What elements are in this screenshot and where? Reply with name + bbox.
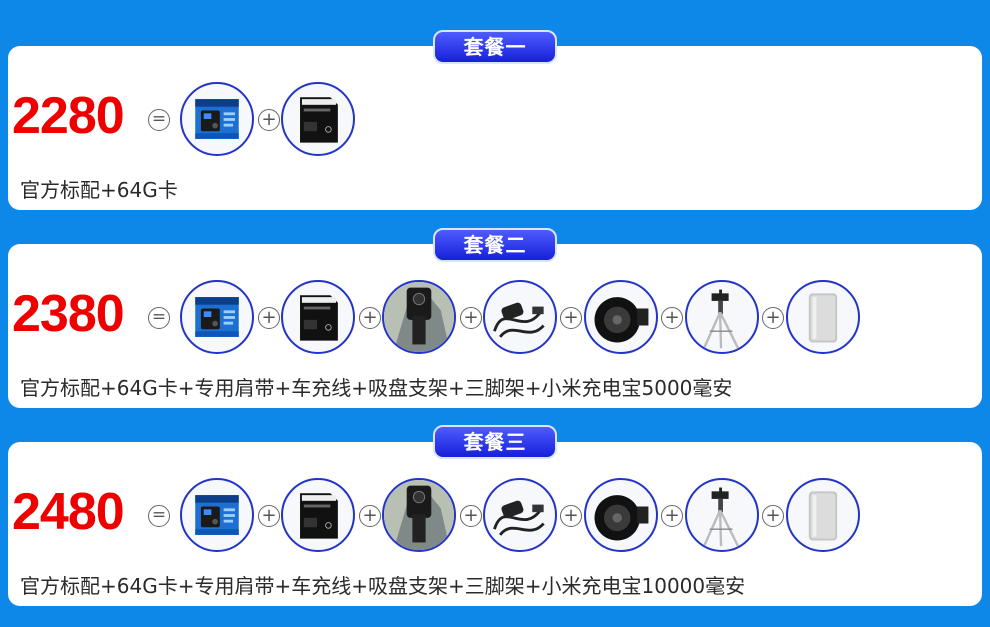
- tripod-image: [685, 280, 759, 354]
- car-charger-image: [483, 280, 557, 354]
- car-charger-image: [483, 478, 557, 552]
- shoulder-strap-image: [382, 280, 456, 354]
- plus-icon: +: [258, 109, 280, 131]
- package-2-price: 2380: [12, 285, 125, 343]
- sd-card-image: [281, 82, 355, 156]
- plus-icon: +: [258, 505, 280, 527]
- power-bank-image: [786, 280, 860, 354]
- package-3-badge: 套餐三: [433, 425, 557, 459]
- sd-card-image: [281, 478, 355, 552]
- camera-box-image: [180, 478, 254, 552]
- package-2-description: 官方标配+64G卡+专用肩带+车充线+吸盘支架+三脚架+小米充电宝5000毫安: [20, 376, 733, 400]
- equals-icon: =: [148, 307, 170, 329]
- camera-box-image: [180, 280, 254, 354]
- shoulder-strap-image: [382, 478, 456, 552]
- package-3-panel[interactable]: 2480 = + + + + + + 官方标配+64G卡+专用肩带+车充线+吸盘…: [8, 442, 982, 606]
- sd-card-image: [281, 280, 355, 354]
- package-1-panel[interactable]: 2280 = + 官方标配+64G卡: [8, 46, 982, 210]
- plus-icon: +: [359, 505, 381, 527]
- package-1-price: 2280: [12, 87, 125, 145]
- camera-box-image: [180, 82, 254, 156]
- plus-icon: +: [560, 505, 582, 527]
- tripod-image: [685, 478, 759, 552]
- plus-icon: +: [258, 307, 280, 329]
- package-3-price: 2480: [12, 483, 125, 541]
- plus-icon: +: [661, 307, 683, 329]
- package-2-panel[interactable]: 2380 = + + + + + + 官方标配+64G卡+专用肩带+车充线+吸盘…: [8, 244, 982, 408]
- equals-icon: =: [148, 109, 170, 131]
- plus-icon: +: [560, 307, 582, 329]
- plus-icon: +: [460, 307, 482, 329]
- plus-icon: +: [661, 505, 683, 527]
- equals-icon: =: [148, 505, 170, 527]
- package-1-description: 官方标配+64G卡: [20, 178, 178, 202]
- suction-mount-image: [584, 478, 658, 552]
- package-1-badge: 套餐一: [433, 30, 557, 64]
- package-3-description: 官方标配+64G卡+专用肩带+车充线+吸盘支架+三脚架+小米充电宝10000毫安: [20, 574, 746, 598]
- plus-icon: +: [762, 307, 784, 329]
- plus-icon: +: [762, 505, 784, 527]
- suction-mount-image: [584, 280, 658, 354]
- package-2-badge: 套餐二: [433, 228, 557, 262]
- plus-icon: +: [359, 307, 381, 329]
- power-bank-image: [786, 478, 860, 552]
- plus-icon: +: [460, 505, 482, 527]
